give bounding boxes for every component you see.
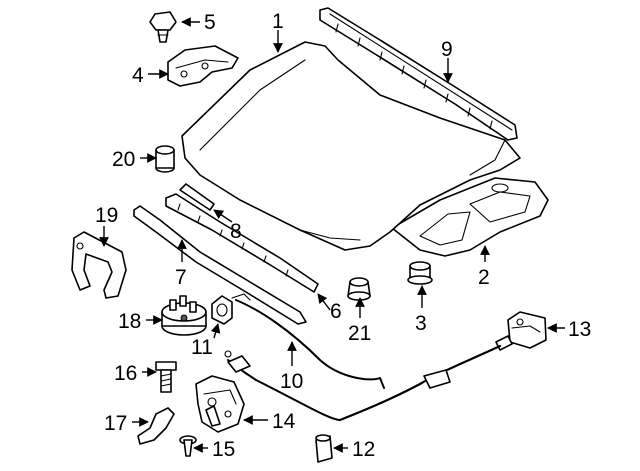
push-clip[interactable] [149,11,177,43]
callout-21: 21 [348,322,371,345]
bolt[interactable] [155,361,177,393]
callout-13: 13 [568,318,591,341]
callout-3: 3 [415,312,427,335]
callout-4: 4 [132,64,144,87]
front-seal-strip[interactable] [179,183,215,211]
callout-10: 10 [280,370,303,393]
hood-panel[interactable] [181,41,549,257]
callout-1: 1 [272,10,284,33]
callout-17: 17 [104,412,127,435]
callout-9: 9 [441,38,453,61]
hinge-link[interactable] [71,231,127,299]
callout-5: 5 [204,11,216,34]
callout-11: 11 [191,336,213,359]
screw[interactable] [179,435,197,457]
hood-bumper[interactable] [155,145,175,173]
hood-hinge[interactable] [167,45,239,87]
callout-14: 14 [272,410,296,433]
hood-latch[interactable] [195,375,245,433]
release-cable[interactable] [224,293,385,389]
cable-cap[interactable] [315,434,333,463]
weatherstrip-seal[interactable] [319,7,518,141]
callout-16: 16 [114,362,137,385]
lock-cylinder[interactable] [161,295,207,336]
callout-7: 7 [175,266,187,289]
callout-15: 15 [212,438,235,461]
latch-spring[interactable] [137,407,175,445]
callout-6: 6 [330,300,342,323]
front-seal[interactable] [165,193,319,293]
release-handle[interactable] [227,311,547,422]
callout-18: 18 [118,310,141,333]
callout-2: 2 [478,266,490,289]
bumper-stop[interactable] [407,261,433,285]
callout-19: 19 [95,204,118,227]
leader-lines [99,17,565,453]
callout-8: 8 [230,220,242,243]
cable-clip[interactable] [211,295,233,325]
support-rod[interactable] [133,205,307,325]
callout-labels: 1 2 3 4 5 6 7 8 9 10 11 12 13 14 15 16 1… [95,10,591,461]
grommet[interactable] [347,277,371,301]
callout-12: 12 [352,438,375,461]
callout-20: 20 [112,148,135,171]
